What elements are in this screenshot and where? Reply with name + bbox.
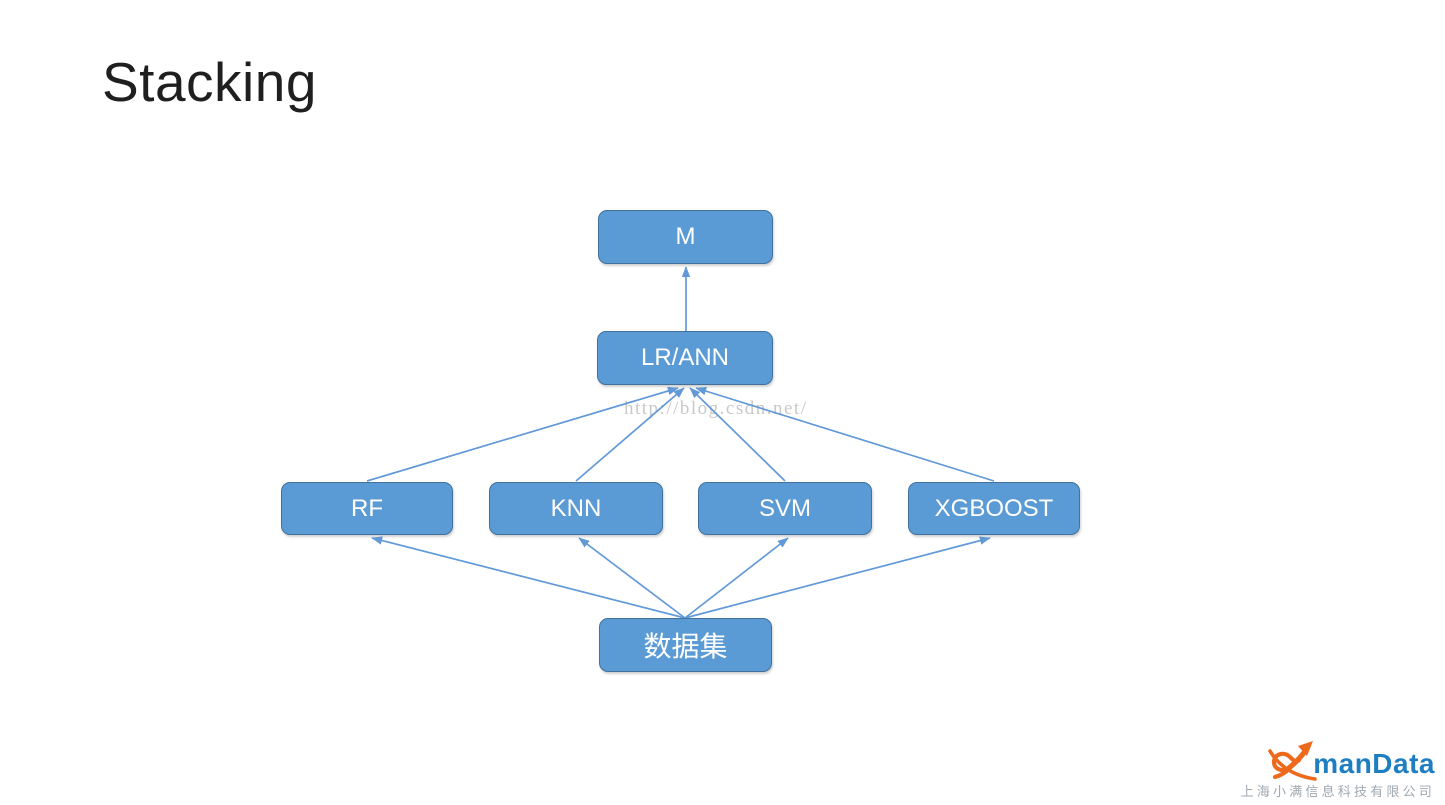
- node-rf: RF: [281, 482, 453, 535]
- edge-svm-to-lr-ann: [689, 387, 786, 482]
- node-dataset: 数据集: [599, 618, 772, 672]
- footer-logo: manData 上海小满信息科技有限公司: [1211, 736, 1435, 800]
- logo-company-text: 上海小满信息科技有限公司: [1240, 784, 1435, 799]
- node-knn: KNN: [489, 482, 663, 535]
- edge-dataset-to-svm: [684, 537, 789, 619]
- edge-knn-to-lr-ann: [575, 387, 685, 482]
- edge-dataset-to-xgboost: [684, 536, 991, 619]
- edge-dataset-to-knn: [578, 537, 686, 619]
- edge-xgboost-to-lr-ann: [695, 386, 995, 482]
- edge-rf-to-lr-ann: [366, 386, 679, 482]
- logo-brand-text: manData: [1313, 748, 1435, 779]
- edge-dataset-to-rf: [371, 536, 686, 619]
- node-lr-ann: LR/ANN: [597, 331, 773, 385]
- node-xgboost: XGBOOST: [908, 482, 1080, 535]
- watermark: http://blog.csdn.net/: [624, 398, 808, 419]
- page-title: Stacking: [102, 51, 317, 113]
- node-svm: SVM: [698, 482, 872, 535]
- xiaoman-logo-icon: [1268, 741, 1318, 781]
- node-m: M: [598, 210, 773, 264]
